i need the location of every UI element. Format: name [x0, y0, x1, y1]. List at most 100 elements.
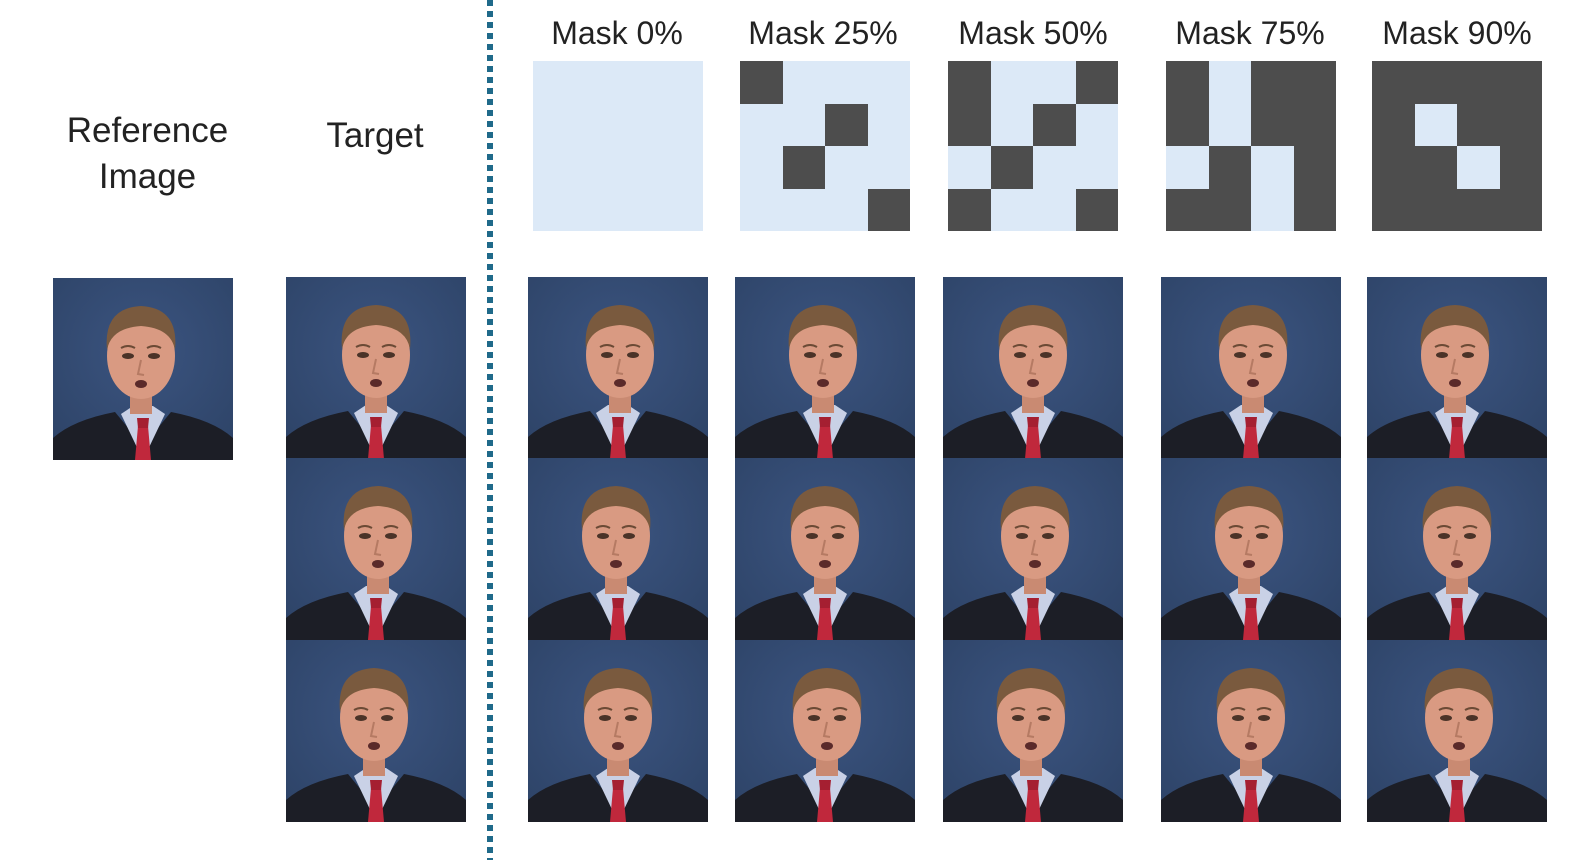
mask-cell-visible [660, 188, 703, 231]
mask-cell-visible [825, 188, 868, 231]
mask-cell-masked [1372, 188, 1415, 231]
mask-cell-masked [1457, 61, 1500, 104]
mask-cell-visible [867, 103, 910, 146]
result-frame [735, 458, 915, 640]
result-frame [735, 640, 915, 822]
result-frame [1161, 458, 1341, 640]
result-frame [1367, 277, 1547, 459]
mask-cell-visible [575, 103, 618, 146]
mask-cell-masked [1414, 146, 1457, 189]
mask-cell-masked [1499, 188, 1542, 231]
result-frame [943, 458, 1123, 640]
mask-cell-masked [1208, 146, 1251, 189]
result-frame [528, 458, 708, 640]
mask-pattern-2 [948, 61, 1118, 231]
mask-cell-masked [867, 188, 910, 231]
mask-cell-visible [575, 188, 618, 231]
mask-cell-masked [1166, 103, 1209, 146]
result-frame [1367, 640, 1547, 822]
mask-cell-visible [533, 146, 576, 189]
mask-header: Mask 0% [551, 15, 683, 51]
mask-cell-visible [575, 146, 618, 189]
mask-cell-masked [1293, 61, 1336, 104]
mask-cell-visible [1251, 146, 1294, 189]
mask-cell-visible [1414, 103, 1457, 146]
mask-cell-visible [948, 146, 991, 189]
mask-cell-visible [990, 61, 1033, 104]
reference-label-line1: Reference [66, 111, 229, 150]
mask-pattern-0 [533, 61, 703, 231]
mask-cell-visible [782, 188, 825, 231]
mask-cell-masked [1372, 61, 1415, 104]
mask-cell-masked [1166, 61, 1209, 104]
mask-cell-masked [1033, 103, 1076, 146]
mask-cell-visible [618, 146, 661, 189]
mask-cell-masked [1499, 103, 1542, 146]
mask-cell-visible [867, 146, 910, 189]
mask-cell-masked [1372, 103, 1415, 146]
mask-cell-visible [660, 146, 703, 189]
mask-cell-visible [660, 103, 703, 146]
mask-cell-visible [1457, 146, 1500, 189]
mask-cell-masked [948, 103, 991, 146]
mask-cell-masked [1293, 188, 1336, 231]
mask-cell-masked [1075, 61, 1118, 104]
mask-cell-visible [533, 103, 576, 146]
mask-cell-masked [740, 61, 783, 104]
mask-cell-masked [1251, 61, 1294, 104]
mask-cell-visible [1033, 61, 1076, 104]
target-label: Target [326, 116, 424, 155]
dashed-divider [487, 0, 493, 860]
target-frame [286, 640, 466, 822]
mask-cell-visible [825, 61, 868, 104]
mask-cell-visible [618, 103, 661, 146]
mask-cell-visible [533, 61, 576, 104]
mask-cell-visible [825, 146, 868, 189]
mask-cell-visible [1166, 146, 1209, 189]
mask-cell-masked [825, 103, 868, 146]
mask-header: Mask 75% [1175, 15, 1325, 51]
mask-cell-masked [948, 188, 991, 231]
mask-cell-visible [782, 103, 825, 146]
mask-pattern-1 [740, 61, 910, 231]
mask-cell-visible [990, 188, 1033, 231]
reference-label-line2: Image [98, 157, 197, 196]
mask-cell-visible [990, 103, 1033, 146]
mask-cell-masked [1499, 146, 1542, 189]
mask-pattern-3 [1166, 61, 1336, 231]
result-frame [528, 640, 708, 822]
mask-cell-visible [1033, 188, 1076, 231]
mask-cell-visible [575, 61, 618, 104]
mask-cell-masked [1499, 61, 1542, 104]
target-frame [286, 277, 466, 459]
mask-header: Mask 90% [1382, 15, 1532, 51]
mask-cell-visible [1075, 146, 1118, 189]
mask-header: Mask 50% [958, 15, 1108, 51]
mask-cell-visible [1251, 188, 1294, 231]
mask-cell-visible [618, 188, 661, 231]
mask-cell-visible [740, 188, 783, 231]
result-frame [528, 277, 708, 459]
mask-cell-masked [1372, 146, 1415, 189]
reference-image-label: Reference Image [30, 108, 265, 200]
mask-cell-visible [740, 146, 783, 189]
mask-cell-masked [1166, 188, 1209, 231]
mask-cell-masked [1414, 188, 1457, 231]
result-frame [1161, 277, 1341, 459]
result-frame [735, 277, 915, 459]
mask-pattern-4 [1372, 61, 1542, 231]
mask-cell-masked [1208, 188, 1251, 231]
mask-cell-masked [1414, 61, 1457, 104]
result-frame [943, 277, 1123, 459]
mask-cell-masked [1457, 103, 1500, 146]
mask-cell-visible [1208, 103, 1251, 146]
mask-cell-visible [782, 61, 825, 104]
mask-cell-visible [660, 61, 703, 104]
mask-cell-visible [740, 103, 783, 146]
mask-cell-visible [618, 61, 661, 104]
mask-cell-masked [1251, 103, 1294, 146]
mask-cell-visible [1208, 61, 1251, 104]
reference-image [53, 278, 233, 460]
mask-cell-visible [867, 61, 910, 104]
